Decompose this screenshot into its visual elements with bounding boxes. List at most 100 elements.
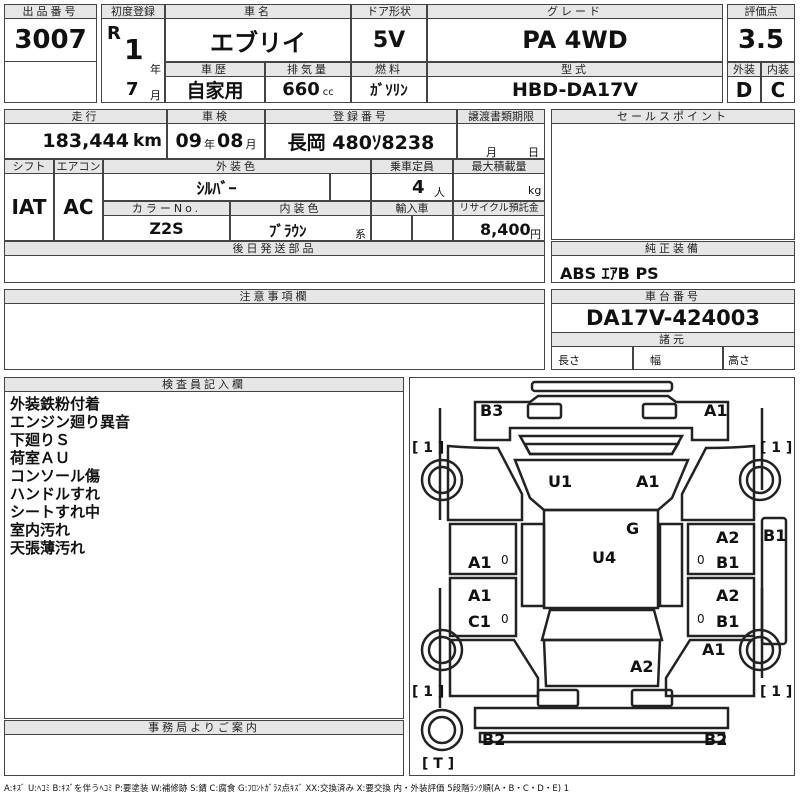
era: R <box>107 23 121 44</box>
office-box <box>4 734 404 776</box>
transfer-deadline-label: 譲渡書類期限 <box>457 109 545 124</box>
ac-label: エアコン <box>54 159 103 174</box>
shift: IAT <box>4 173 54 241</box>
mark-b1-right-rear-door: B1 <box>716 612 740 631</box>
first-reg-box: R 1 年 7 月 <box>101 18 165 103</box>
office-label: 事務局よりご案内 <box>4 720 404 735</box>
tire-mark-rear-right: [ 1 ] <box>760 684 793 700</box>
width-label: 幅 <box>650 354 661 367</box>
car-outline-svg <box>420 380 788 752</box>
month-unit: 月 <box>150 89 161 102</box>
first-reg-label: 初度登録 <box>101 4 165 19</box>
capacity-box: 4 人 <box>371 173 453 201</box>
mark-a1-left-rear-door: A1 <box>468 586 492 605</box>
inspector-note: 外装鉄粉付着 <box>10 395 101 413</box>
insp-month-unit: 月 <box>245 138 257 151</box>
displacement-box: 660 cc <box>265 76 351 103</box>
notes-label: 注意事項欄 <box>4 289 545 304</box>
damage-legend: A:ｷｽﾞ U:ﾍｺﾐ B:ｷｽﾞを伴うﾍｺﾐ P:要塗装 W:補修跡 S:錆 … <box>4 784 570 794</box>
displacement: 660 <box>282 79 320 100</box>
door-handle-right-front: 0 <box>697 553 705 567</box>
later-parts-label: 後日発送部品 <box>4 241 545 256</box>
model-code: HBD-DA17V <box>427 76 723 103</box>
exterior-grade-label: 外装 <box>727 62 761 77</box>
insp-year-unit: 年 <box>204 138 215 151</box>
mark-a2-rear: A2 <box>630 657 654 676</box>
inspector-note: コンソール傷 <box>10 467 101 485</box>
insp-year: 09 <box>175 130 202 152</box>
capacity-label: 乗車定員 <box>371 159 453 174</box>
insp-month: 08 <box>217 130 244 152</box>
sales-point-box <box>551 123 795 240</box>
history: 自家用 <box>165 76 265 103</box>
mileage-box: 183,444 km <box>4 123 167 159</box>
tire-mark-rear-left: [ 1 ] <box>412 684 445 700</box>
max-load-unit: kg <box>528 184 542 197</box>
transfer-deadline-box: 月 日 <box>457 123 545 159</box>
exterior-color: ｼﾙﾊﾞｰ <box>103 173 330 201</box>
length-box: 長さ <box>551 346 633 370</box>
mileage-unit: km <box>132 131 162 151</box>
inspector-note: 荷室ＡＵ <box>10 449 71 467</box>
equipment-box: ABS ｴｱB PS <box>551 255 795 283</box>
chassis-label: 車台番号 <box>551 289 795 304</box>
import-box-2 <box>412 215 453 241</box>
inspector-note: エンジン廻り異音 <box>10 413 131 431</box>
grade: PA 4WD <box>427 18 723 62</box>
tire-mark-front-left: [ 1 ] <box>412 440 445 456</box>
recycle-fee: 8,400 <box>480 220 531 239</box>
recycle-unit: 円 <box>530 228 541 241</box>
mark-a1-rear-right: A1 <box>702 640 726 659</box>
car-name-label: 車名 <box>165 4 351 19</box>
mark-u4: U4 <box>592 548 617 567</box>
door-handle-left-rear: 0 <box>501 612 509 626</box>
score-label: 評価点 <box>727 4 795 19</box>
inspector-note: 天張薄汚れ <box>10 539 86 557</box>
ac: AC <box>54 173 103 241</box>
lot-number: 3007 <box>4 18 97 62</box>
door-handle-right-rear: 0 <box>697 612 705 626</box>
fuel: ｶﾞｿﾘﾝ <box>351 76 427 103</box>
fuel-label: 燃料 <box>351 62 427 77</box>
inspector-notes-box: 外装鉄粉付着 エンジン廻り異音 下廻りＳ 荷室ＡＵ コンソール傷 ハンドルすれ … <box>4 391 404 719</box>
mark-g: G <box>626 519 640 538</box>
recycle-box: 8,400 円 <box>453 215 545 241</box>
mark-a1-roof: A1 <box>636 472 660 491</box>
mark-b2-rear-right: B2 <box>704 730 728 749</box>
mark-a1-front-right: A1 <box>704 401 728 420</box>
exterior-color-extra <box>330 173 371 201</box>
equipment-label: 純正装備 <box>551 241 795 256</box>
import-label: 輸入車 <box>371 201 453 216</box>
chassis-number: DA17V-424003 <box>551 303 795 333</box>
reg-number: 長岡 480ｿ8238 <box>265 123 457 159</box>
capacity: 4 <box>412 177 425 198</box>
exterior-grade: D <box>727 76 761 103</box>
specs-label: 諸元 <box>551 332 795 347</box>
sales-point-label: セールスポイント <box>551 109 795 124</box>
lot-blank <box>4 61 97 103</box>
door-type: 5V <box>351 18 427 62</box>
inspection-label: 車検 <box>167 109 265 124</box>
inspector-note: 室内汚れ <box>10 521 71 539</box>
height-box: 高さ <box>723 346 795 370</box>
mileage-label: 走行 <box>4 109 167 124</box>
inspector-note: ハンドルすれ <box>10 485 101 503</box>
door-handle-left-front: 0 <box>501 553 509 567</box>
interior-grade-label: 内装 <box>761 62 795 77</box>
mark-a2-right-front-door: A2 <box>716 528 740 547</box>
car-name: エブリイ <box>165 18 351 62</box>
max-load-label: 最大積載量 <box>453 159 545 174</box>
mark-b2-rear-left: B2 <box>482 730 506 749</box>
reg-year: 1 <box>124 33 144 66</box>
displacement-unit: cc <box>322 87 334 98</box>
history-label: 車歴 <box>165 62 265 77</box>
length-label: 長さ <box>558 354 580 367</box>
interior-color-suffix: 系 <box>355 228 366 241</box>
inspector-note: 下廻りＳ <box>10 431 71 449</box>
height-label: 高さ <box>728 354 750 367</box>
later-parts-box <box>4 255 545 283</box>
color-no-label: カラーNo. <box>103 201 230 216</box>
mark-a2-right-rear-door: A2 <box>716 586 740 605</box>
inspector-label: 検査員記入欄 <box>4 377 404 392</box>
mark-b1-right-front-door: B1 <box>716 553 740 572</box>
